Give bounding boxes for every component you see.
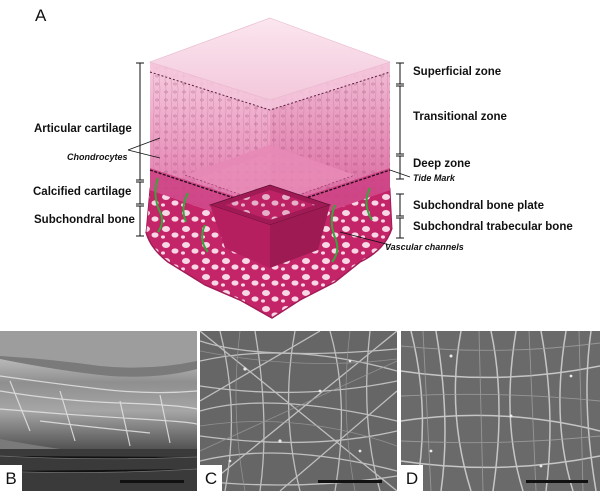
panel-c-label: C (200, 465, 222, 491)
label-articular-cartilage: Articular cartilage (34, 123, 132, 135)
label-superficial-zone: Superficial zone (413, 66, 502, 78)
panel-a-label: A (35, 6, 47, 25)
sem-panel-b: B (0, 331, 197, 491)
scale-bar-d (526, 480, 588, 483)
scale-bar-b (120, 480, 184, 483)
sem-panel-c: C (200, 331, 397, 491)
pointer-lines (127, 137, 411, 246)
label-subchondral-trabecular-bone: Subchondral trabecular bone (413, 221, 573, 233)
label-chondrocytes: Chondrocytes (67, 152, 128, 162)
panel-d-label: D (401, 465, 423, 491)
label-subchondral-bone: Subchondral bone (34, 214, 135, 226)
cartilage-zone-diagram (127, 17, 411, 319)
sem-panel-d: D (401, 331, 600, 491)
label-vascular-channels: Vascular channels (385, 242, 464, 252)
label-subchondral-bone-plate: Subchondral bone plate (413, 200, 544, 212)
cartilage-top-face (149, 17, 391, 101)
vascular-channels (154, 177, 373, 263)
label-tide-mark: Tide Mark (413, 173, 455, 183)
label-transitional-zone: Transitional zone (413, 111, 507, 123)
scale-bar-c (318, 480, 382, 483)
left-brackets (136, 62, 144, 237)
label-calcified-cartilage: Calcified cartilage (33, 186, 132, 198)
panel-b-label: B (0, 465, 22, 491)
label-deep-zone: Deep zone (413, 158, 471, 170)
right-brackets (396, 62, 404, 239)
